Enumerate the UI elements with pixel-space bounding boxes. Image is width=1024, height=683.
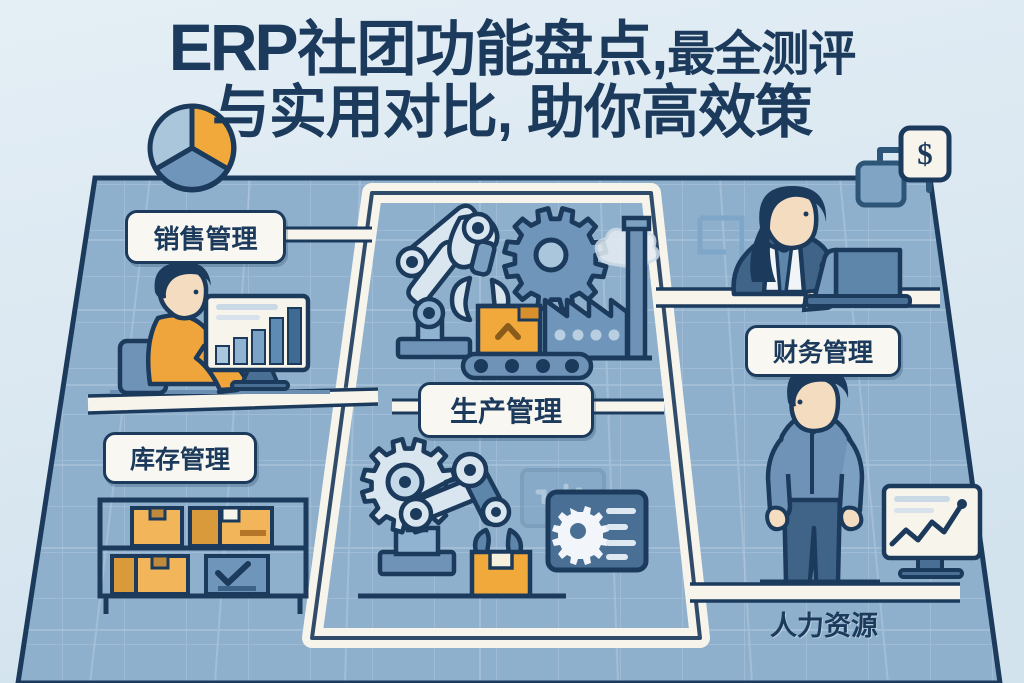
label-chip-production[interactable]: 生产管理 [418,382,594,438]
conveyor-belt-icon [460,303,594,381]
label-chip-sales[interactable]: 销售管理 [125,210,286,264]
checkmark-box-icon [204,554,270,596]
gear-icon [502,206,609,313]
dollar-sign-icon: $ [898,125,952,183]
label-text-hr: 人力资源 [770,611,878,641]
factory-icon [534,215,652,361]
production-upper-scene [395,203,660,381]
finance-scene [697,186,912,313]
hr-scene [760,366,983,585]
wall-dividers [87,183,960,648]
label-chip-finance[interactable]: 财务管理 [745,325,901,377]
production-lower-scene [358,436,649,599]
inventory-shelf [97,497,309,614]
robot-arm-icon [395,203,511,360]
sales-scene [110,261,330,396]
line-chart-monitor-icon [881,483,983,579]
label-chip-inventory[interactable]: 库存管理 [103,432,257,484]
pie-chart-icon [147,103,237,193]
svg-text:$: $ [917,136,933,171]
settings-panel-icon [545,489,649,573]
node-box [855,160,907,208]
